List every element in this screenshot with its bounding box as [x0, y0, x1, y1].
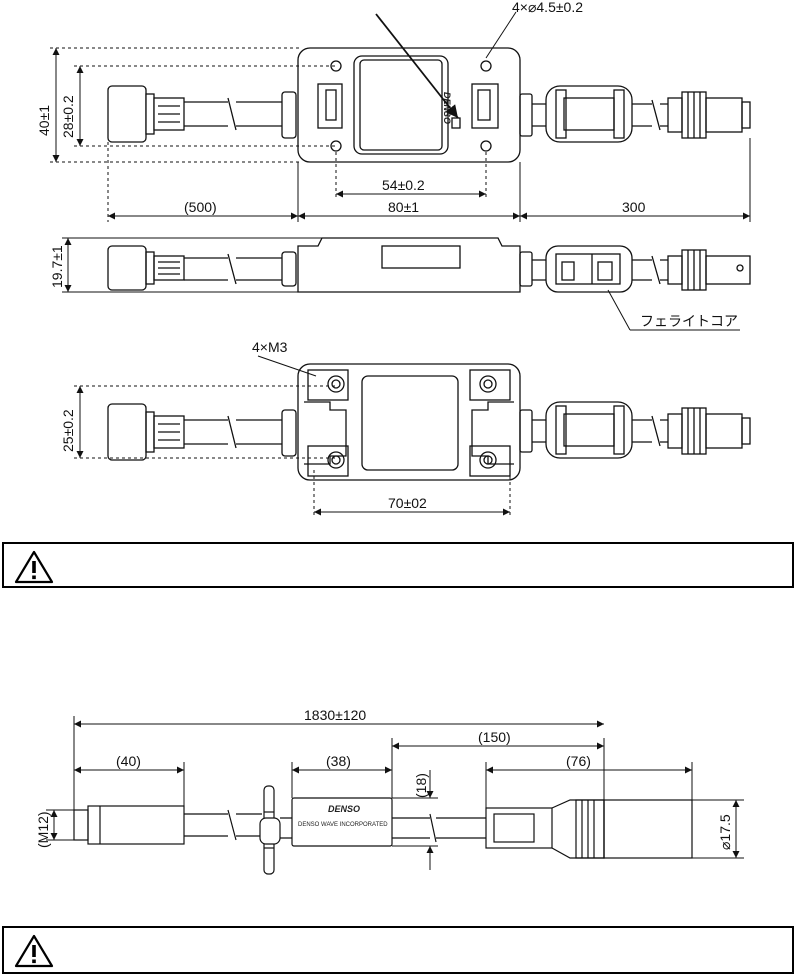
body-length: 80±1 — [388, 199, 419, 215]
body-height-label: (18) — [413, 773, 429, 798]
right-plug — [486, 800, 692, 858]
lower-cable-view — [74, 786, 692, 874]
diameter-label: ⌀17.5 — [717, 814, 733, 850]
lower-dims — [46, 716, 744, 870]
bottom-height-label: 25±0.2 — [60, 409, 76, 452]
right-cable-length: 300 — [622, 199, 646, 215]
warning-box-1 — [2, 542, 794, 588]
warning-icon — [14, 550, 54, 584]
thread-label: (M12) — [35, 811, 51, 848]
ferrite-core-top — [546, 86, 632, 142]
lower-body-text: DENSO WAVE INCORPORATED — [298, 822, 388, 828]
top-view — [108, 48, 750, 162]
warning-icon — [14, 934, 54, 968]
top-vertical-dims — [50, 48, 336, 162]
clamp-part — [260, 786, 280, 874]
total-length-label: 1830±120 — [304, 707, 366, 723]
hole-pitch-label: 54±0.2 — [382, 177, 425, 193]
lower-body-logo: DENSO — [328, 804, 360, 814]
screw-spec-label: 4×M3 — [252, 339, 288, 355]
bottom-view — [108, 364, 750, 480]
sensor-body-bottom — [298, 364, 520, 480]
sensor-body-top — [298, 48, 520, 162]
ferrite-core-side — [546, 246, 632, 292]
right-length-label: (76) — [566, 753, 591, 769]
height-holes-label: 28±0.2 — [60, 95, 76, 138]
left-cable-length: (500) — [184, 199, 217, 215]
warning-box-2 — [2, 926, 794, 974]
side-view — [108, 238, 750, 292]
left-connector — [108, 86, 184, 142]
ferrite-label: フェライトコア — [640, 313, 738, 329]
thickness-label: 19.7±1 — [49, 245, 65, 288]
height-total-label: 40±1 — [36, 105, 52, 136]
body-length-label: (38) — [326, 753, 351, 769]
hole-spec-label: 4×⌀4.5±0.2 — [512, 0, 583, 15]
bnc-connector-top — [668, 92, 750, 138]
left-length-label: (40) — [116, 753, 141, 769]
left-cable — [184, 98, 282, 130]
bottom-pitch-label: 70±02 — [388, 495, 427, 511]
mid-length-label: (150) — [478, 729, 511, 745]
